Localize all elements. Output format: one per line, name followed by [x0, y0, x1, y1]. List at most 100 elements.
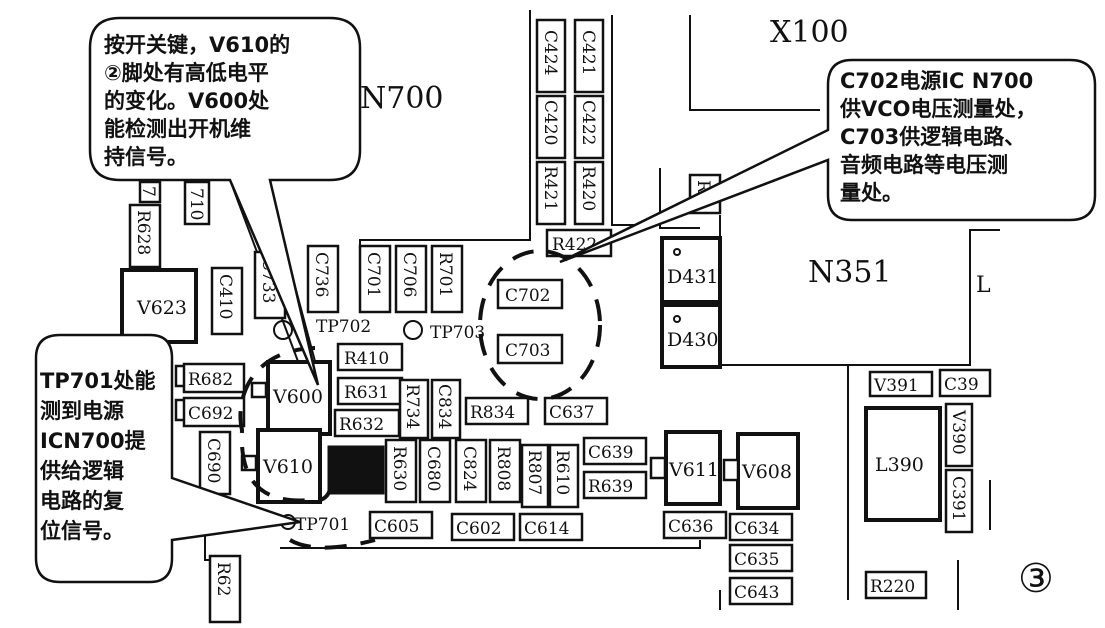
- component-v611: V611: [649, 430, 722, 506]
- svg-text:C605: C605: [374, 517, 419, 537]
- component-c703: C703: [496, 333, 564, 365]
- svg-text:C602: C602: [456, 519, 501, 539]
- component-v608: V608: [722, 432, 800, 510]
- svg-text:C634: C634: [734, 519, 779, 539]
- callout-v610: 按开关键，V610的 ②脚处有高低电平 的变化。V600处 能检测出开机维 持信…: [88, 16, 362, 386]
- highlight-c702-c703: [478, 249, 602, 401]
- component-c706: C706: [394, 244, 428, 314]
- svg-text:TP702: TP702: [316, 317, 371, 337]
- component-c422: C422: [573, 94, 605, 160]
- svg-text:710: 710: [186, 188, 206, 220]
- svg-text:C824: C824: [459, 446, 479, 491]
- component-c834: C834: [430, 378, 462, 440]
- svg-text:R834: R834: [470, 403, 515, 423]
- component-c639: C639: [582, 436, 648, 466]
- component-v600: V600: [250, 360, 332, 436]
- component-c391: C391: [944, 468, 974, 534]
- svg-text:C736: C736: [311, 252, 331, 297]
- highlight-v600-v610: [238, 346, 376, 550]
- component-r632: R632: [333, 408, 401, 438]
- component-r808: R808: [488, 438, 522, 504]
- component-c692: C692: [174, 396, 246, 428]
- callout-tp701-line-5: 电路的复: [40, 489, 125, 513]
- svg-text:R630: R630: [389, 446, 409, 491]
- svg-text:R421: R421: [540, 166, 560, 211]
- callout-c702-line-3: C703供逻辑电路、: [840, 125, 1025, 149]
- callout-tp701-line-3: ICN700提: [40, 429, 147, 453]
- callout-tp701: TP701处能 测到电源 ICN700提 供给逻辑 电路的复 位信号。: [34, 333, 301, 584]
- callout-c702: C702电源IC N700 供VCO电压测量处， C703供逻辑电路、 音频电路…: [559, 58, 1097, 264]
- component-c637: C637: [543, 396, 609, 426]
- svg-text:V600: V600: [272, 386, 323, 408]
- svg-text:R410: R410: [344, 349, 389, 369]
- component-v610: V610: [240, 428, 322, 504]
- component-c605: C605: [368, 510, 434, 540]
- component-c701: C701: [358, 244, 392, 314]
- svg-text:C703: C703: [505, 341, 550, 361]
- component-c424: C424: [535, 18, 567, 94]
- component-c420: C420: [535, 94, 567, 160]
- component-r630: R630: [384, 438, 418, 504]
- component-c602: C602: [450, 512, 516, 542]
- svg-text:C424: C424: [540, 30, 560, 75]
- component-c614: C614: [518, 512, 584, 542]
- svg-text:V610: V610: [262, 456, 313, 478]
- component-d430: D430: [660, 303, 722, 369]
- component-r701: R701: [430, 244, 464, 314]
- callout-v610-line-5: 持信号。: [104, 145, 188, 169]
- component-c39-partial: C39: [938, 368, 992, 398]
- component-r220: R220: [864, 570, 928, 600]
- svg-text:V623: V623: [136, 297, 187, 319]
- component-c634: C634: [728, 512, 794, 542]
- component-r420: R420: [573, 160, 605, 226]
- svg-text:R682: R682: [188, 370, 233, 390]
- svg-text:C680: C680: [423, 446, 443, 491]
- svg-text:D430: D430: [667, 329, 719, 351]
- callout-v610-line-2: ②脚处有高低电平: [104, 61, 269, 85]
- svg-text:TP701: TP701: [295, 515, 350, 535]
- component-d431: D431: [660, 236, 722, 304]
- component-c410: C410: [210, 266, 244, 336]
- svg-text:C635: C635: [734, 550, 779, 570]
- svg-text:C614: C614: [524, 519, 569, 539]
- component-r628: R628: [128, 203, 162, 269]
- svg-text:C421: C421: [578, 30, 598, 75]
- svg-text:C391: C391: [948, 476, 968, 521]
- svg-text:C637: C637: [549, 403, 594, 423]
- svg-text:7: 7: [138, 186, 158, 197]
- component-r834: R834: [464, 396, 530, 426]
- svg-text:V608: V608: [741, 461, 792, 483]
- component-c421: C421: [573, 18, 605, 94]
- svg-text:V391: V391: [873, 376, 919, 396]
- svg-text:R631: R631: [344, 383, 389, 403]
- svg-text:C690: C690: [203, 438, 223, 483]
- callout-c702-line-2: 供VCO电压测量处，: [839, 97, 1037, 121]
- component-r682: R682: [174, 362, 246, 394]
- component-r807: R807: [520, 443, 550, 509]
- svg-text:D431: D431: [667, 266, 719, 288]
- svg-text:R639: R639: [588, 477, 633, 497]
- svg-text:C692: C692: [188, 404, 233, 424]
- svg-text:R632: R632: [339, 415, 384, 435]
- svg-text:R628: R628: [133, 210, 153, 255]
- svg-text:C422: C422: [578, 100, 598, 145]
- svg-text:C39: C39: [944, 375, 979, 395]
- component-c643: C643: [728, 576, 794, 606]
- svg-text:R808: R808: [493, 446, 513, 491]
- svg-text:C701: C701: [363, 252, 383, 297]
- callout-tp701-line-1: TP701处能: [40, 369, 156, 393]
- figure-number: ③: [1018, 556, 1054, 602]
- component-l390: L390: [864, 406, 942, 522]
- component-r610: R610: [548, 443, 580, 509]
- svg-text:R807: R807: [524, 450, 544, 495]
- svg-text:L390: L390: [875, 454, 924, 476]
- callout-c702-line-5: 量处。: [840, 181, 903, 205]
- svg-text:R610: R610: [552, 450, 572, 495]
- svg-text:R420: R420: [578, 166, 598, 211]
- component-c636: C636: [662, 510, 728, 540]
- svg-text:C834: C834: [434, 384, 454, 429]
- component-r421: R421: [535, 160, 567, 226]
- component-c824: C824: [454, 438, 488, 504]
- component-v623: V623: [120, 268, 198, 344]
